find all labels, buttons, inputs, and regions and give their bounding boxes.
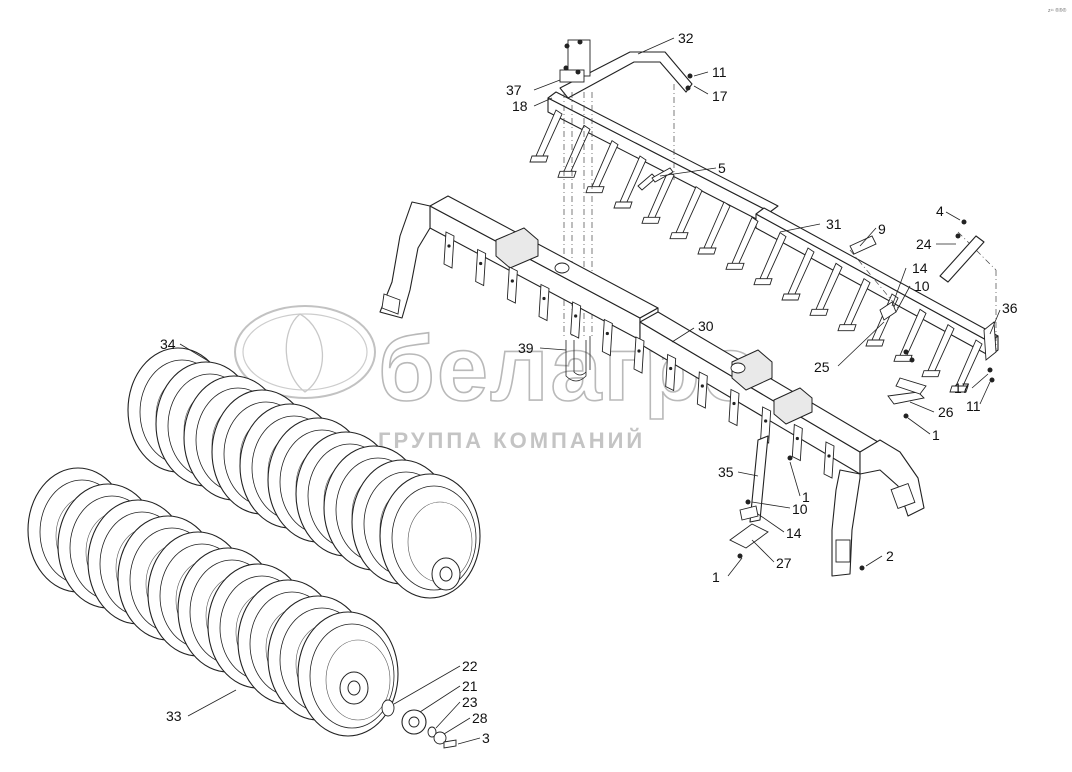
tooth — [538, 283, 550, 322]
callout-9: 9 — [878, 221, 886, 237]
callout-33: 33 — [166, 708, 182, 724]
callout-11b: 11 — [966, 398, 981, 414]
callout-34: 34 — [160, 336, 176, 352]
tooth — [443, 231, 455, 269]
watermark-subtitle: ГРУППА КОМПАНИЙ — [378, 428, 645, 453]
callout-18: 18 — [512, 98, 528, 114]
callout-21: 21 — [462, 678, 478, 694]
corner-mark: z¹¹ ®®® — [1048, 7, 1067, 14]
callout-26: 26 — [938, 404, 954, 420]
tooth — [601, 318, 613, 357]
callout-4: 4 — [936, 203, 944, 219]
tine — [893, 308, 927, 362]
callout-2: 2 — [886, 548, 894, 564]
tine — [529, 109, 563, 163]
callout-36: 36 — [1002, 300, 1018, 316]
callout-5: 5 — [718, 160, 726, 176]
leader-lines — [179, 37, 1001, 745]
callout-28: 28 — [472, 710, 488, 726]
tooth — [791, 423, 803, 462]
tine — [613, 155, 647, 209]
callout-37: 37 — [506, 82, 522, 98]
callout-10b: 10 — [792, 501, 808, 517]
callout-14: 14 — [912, 260, 928, 276]
tine — [921, 323, 955, 378]
tooth — [506, 266, 518, 304]
top-mount-bracket — [559, 39, 693, 99]
callout-10: 10 — [914, 278, 930, 294]
callout-23: 23 — [462, 694, 478, 710]
callout-labels: 32 11 17 37 18 5 4 31 9 24 14 10 36 30 3… — [160, 30, 1018, 746]
bolt-5 — [637, 167, 674, 191]
callout-14b: 14 — [786, 525, 802, 541]
roller-disc — [379, 473, 481, 599]
callout-1c: 1 — [712, 569, 720, 585]
callout-25: 25 — [814, 359, 830, 375]
callout-39: 39 — [518, 340, 534, 356]
tine — [725, 216, 759, 270]
tine — [669, 185, 703, 240]
callout-17b: 17 — [954, 380, 970, 396]
tooth — [570, 301, 582, 339]
callout-27: 27 — [776, 555, 792, 571]
callout-1a: 1 — [932, 427, 940, 443]
tine — [837, 277, 871, 332]
callout-24: 24 — [916, 236, 932, 252]
callout-17: 17 — [712, 88, 728, 104]
tooth — [475, 248, 487, 287]
tine — [585, 139, 619, 194]
disc-rollers — [27, 347, 481, 737]
tine — [557, 124, 591, 178]
callout-1b: 1 — [802, 489, 810, 505]
tooth — [665, 353, 677, 392]
main-frame-beam — [379, 195, 925, 577]
rear-tine-bar — [529, 91, 999, 393]
side-brackets — [849, 219, 997, 419]
hub-parts — [381, 699, 457, 749]
callout-22: 22 — [462, 658, 478, 674]
scraper-arm — [729, 435, 865, 571]
callout-30: 30 — [698, 318, 714, 334]
tine — [697, 201, 731, 255]
tooth — [728, 388, 740, 427]
tooth — [823, 441, 835, 479]
tine — [949, 339, 983, 393]
u-bolt — [565, 336, 591, 382]
callout-35: 35 — [718, 464, 734, 480]
callout-3: 3 — [482, 730, 490, 746]
tooth — [633, 336, 645, 374]
callout-32: 32 — [678, 30, 694, 46]
tine — [781, 247, 815, 301]
tooth — [760, 406, 772, 444]
tine — [809, 262, 843, 316]
tine — [753, 231, 787, 286]
callout-11: 11 — [712, 64, 727, 80]
callout-31: 31 — [826, 216, 842, 232]
tooth — [696, 371, 708, 409]
